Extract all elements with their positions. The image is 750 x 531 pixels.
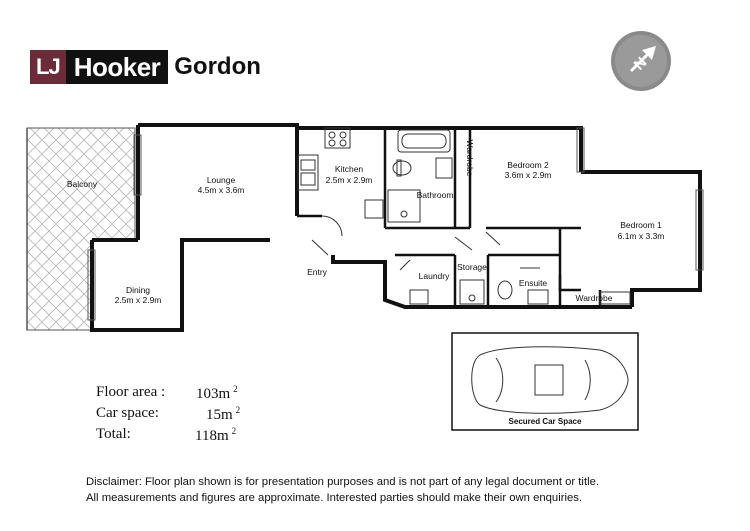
room-name-dining: Dining bbox=[126, 285, 150, 295]
room-size-bedroom1: 6.1m x 3.3m bbox=[618, 231, 665, 241]
disclaimer-line-2: All measurements and figures are approxi… bbox=[86, 492, 583, 504]
logo-lj-block: LJ bbox=[30, 50, 66, 84]
room-name-balcony: Balcony bbox=[67, 179, 98, 189]
logo-hooker-block: Hooker bbox=[65, 50, 169, 84]
floor-area-label: Floor area : bbox=[96, 384, 166, 400]
disclaimer-line-1: Disclaimer: Floor plan shown is for pres… bbox=[86, 476, 600, 488]
room-name-lounge: Lounge bbox=[207, 175, 236, 185]
north-arrow-icon: N bbox=[611, 31, 671, 91]
room-name-entry: Entry bbox=[307, 267, 328, 277]
area-unit-exponent: 2 bbox=[233, 384, 238, 394]
wet-area-fixtures bbox=[409, 279, 631, 305]
area-unit-exponent: 2 bbox=[231, 426, 237, 436]
room-name-bedroom1: Bedroom 1 bbox=[620, 220, 662, 230]
area-unit-exponent: 2 bbox=[235, 405, 241, 415]
room-name-kitchen: Kitchen bbox=[335, 164, 364, 174]
room-name-storage: Storage bbox=[457, 262, 487, 272]
room-name-bedroom2: Bedroom 2 bbox=[507, 160, 549, 170]
room-size-bedroom2: 3.6m x 2.9m bbox=[505, 170, 552, 180]
room-name-wardrobe-bed1: Wardrobe bbox=[575, 293, 612, 303]
kitchen-fixtures bbox=[297, 127, 384, 219]
room-size-lounge: 4.5m x 3.6m bbox=[198, 185, 245, 195]
room-size-dining: 2.5m x 2.9m bbox=[115, 295, 162, 305]
brand-logo: LJ Hooker Gordon bbox=[30, 49, 261, 85]
door-swings bbox=[311, 215, 540, 271]
total-area-label: Total: bbox=[96, 426, 131, 442]
room-name-ensuite: Ensuite bbox=[519, 278, 548, 288]
room-name-laundry: Laundry bbox=[419, 271, 450, 281]
bathroom-fixtures bbox=[387, 129, 453, 223]
car-space bbox=[451, 332, 639, 431]
room-size-kitchen: 2.5m x 2.9m bbox=[326, 175, 373, 185]
car-space-label: Secured Car Space bbox=[509, 417, 582, 426]
room-name-bathroom: Bathroom bbox=[417, 190, 454, 200]
room-name-wardrobe-bed2: Wardrobe bbox=[465, 139, 475, 176]
office-name: Gordon bbox=[174, 53, 261, 80]
car-space-area-label: Car space: bbox=[96, 405, 159, 421]
windows bbox=[87, 127, 704, 321]
interior-walls bbox=[297, 128, 602, 307]
disclaimer: Disclaimer: Floor plan shown is for pres… bbox=[86, 474, 646, 506]
